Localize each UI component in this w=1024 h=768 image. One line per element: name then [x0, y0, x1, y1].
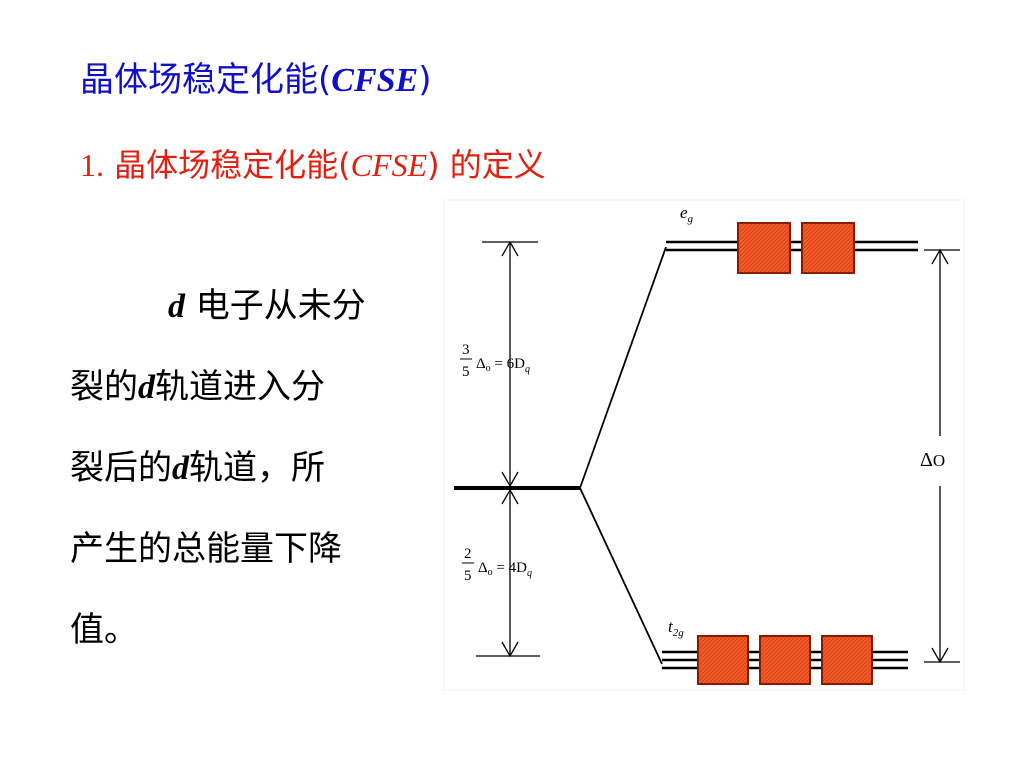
definition-line-5: 值。 — [70, 610, 138, 650]
definition-line-2-b: 轨道进入分 — [155, 367, 325, 407]
definition-line-4: 产生的总能量下降 — [70, 529, 342, 569]
eg-orbital-box — [801, 222, 855, 274]
scan-background — [443, 199, 965, 691]
svg-text:2: 2 — [464, 546, 472, 562]
upper-energy-arrow — [482, 240, 538, 488]
svg-text:Δo = 4Dq: Δo = 4Dq — [478, 560, 532, 579]
section-heading-suffix: ) 的定义 — [427, 146, 546, 184]
upper-split-line — [579, 246, 667, 489]
definition-line-3-a: 裂后的 — [70, 448, 172, 488]
eg-level — [666, 240, 918, 252]
title-suffix: ) — [418, 60, 432, 100]
t2g-orbital-box — [697, 635, 749, 685]
total-splitting-arrow — [924, 248, 960, 664]
lower-fraction-label: 2 5 Δo = 4Dq — [462, 546, 532, 584]
eg-label: eg — [680, 203, 694, 225]
lower-split-line — [579, 487, 663, 665]
section-heading-abbr: CFSE — [350, 147, 428, 183]
svg-text:3: 3 — [462, 342, 470, 358]
section-heading-prefix: 晶体场稳定化能( — [114, 146, 351, 184]
t2g-label: t2g — [668, 617, 684, 639]
d-variable: d — [172, 450, 189, 487]
d-variable: d — [168, 288, 185, 325]
section-number: 1. — [80, 147, 104, 183]
svg-text:5: 5 — [462, 364, 470, 380]
slide-title: 晶体场稳定化能(CFSE) — [80, 52, 431, 101]
t2g-orbital-box — [759, 635, 811, 685]
upper-fraction-label: 3 5 Δo = 6Dq — [460, 342, 530, 380]
total-splitting-label: ΔO — [920, 449, 945, 471]
crystal-field-splitting-diagram: eg t2g 3 5 Δo = 6Dq 2 5 Δo = 4Dq ΔO — [443, 199, 965, 691]
title-abbr: CFSE — [331, 62, 419, 99]
eg-orbital-box — [737, 222, 791, 274]
definition-text: d 电子从未分 裂的d轨道进入分 裂后的d轨道，所 产生的总能量下降 值。 — [70, 266, 450, 671]
t2g-orbital-box — [821, 635, 873, 685]
definition-line-1-text: 电子从未分 — [185, 286, 366, 326]
svg-text:5: 5 — [464, 568, 472, 584]
definition-line-3-b: 轨道，所 — [189, 448, 325, 488]
definition-line-2: 裂的d轨道进入分 — [70, 347, 450, 428]
d-variable: d — [138, 369, 155, 406]
definition-line-3: 裂后的d轨道，所 — [70, 428, 450, 509]
section-heading: 1. 晶体场稳定化能(CFSE) 的定义 — [80, 140, 546, 186]
definition-line-2-a: 裂的 — [70, 367, 138, 407]
title-prefix: 晶体场稳定化能( — [80, 60, 332, 100]
definition-line-1: d 电子从未分 — [70, 266, 450, 347]
svg-text:Δo = 6Dq: Δo = 6Dq — [476, 356, 530, 375]
